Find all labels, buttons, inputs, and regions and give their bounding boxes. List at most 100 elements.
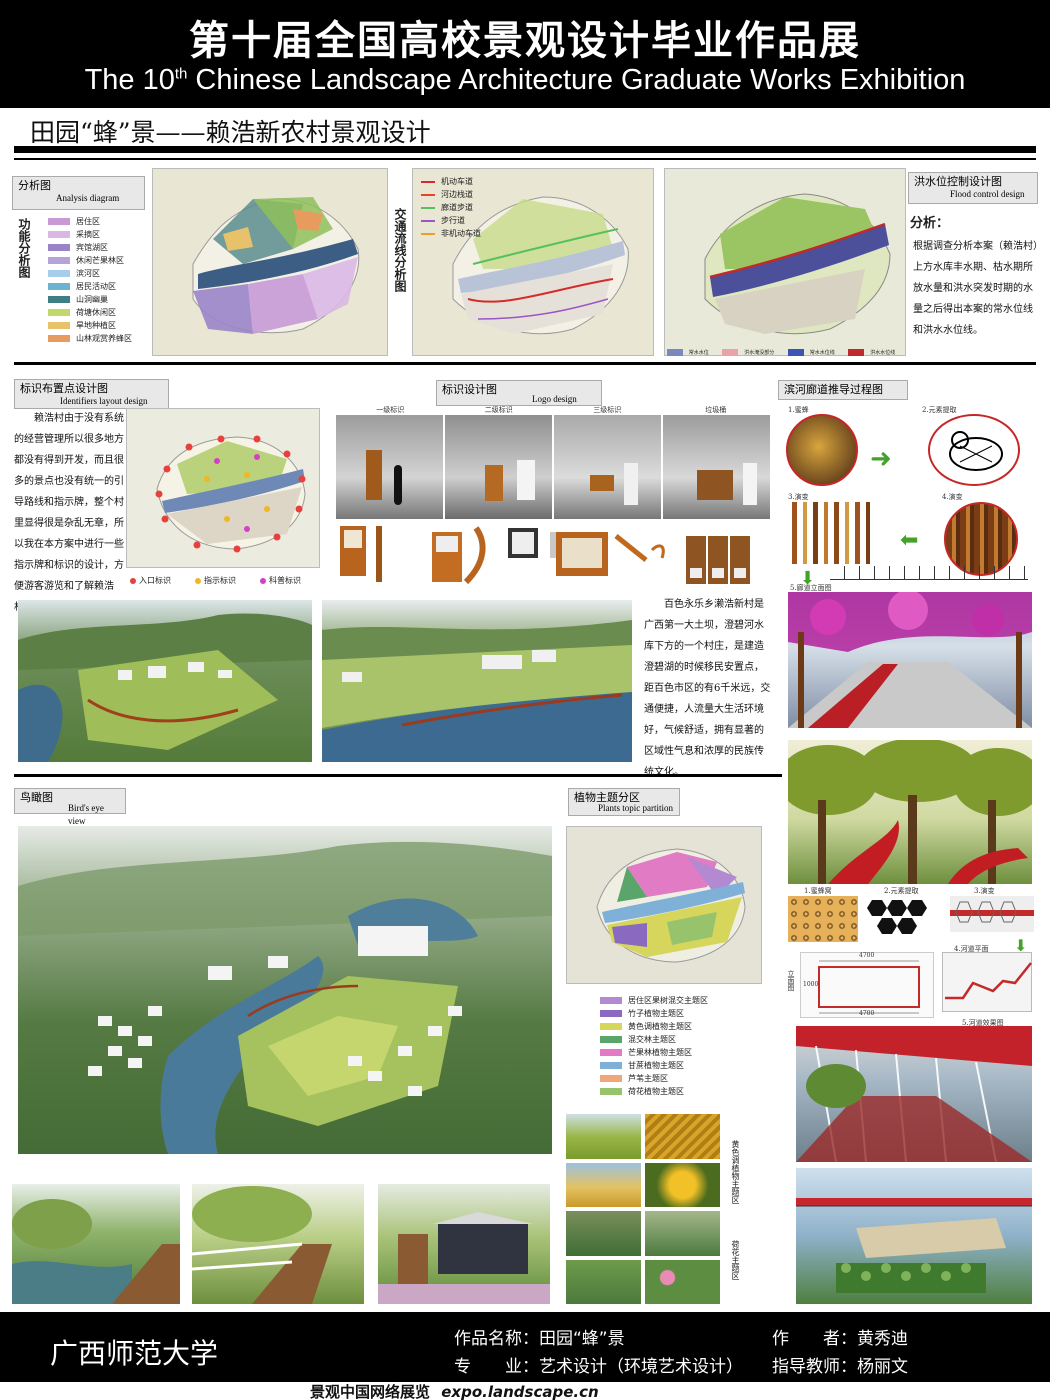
landscape-photo-1: [12, 1184, 180, 1304]
bee-photo: [786, 414, 858, 486]
plants-legend-item: 居住区果树混交主题区: [600, 994, 708, 1007]
traffic-map: 机动车道河边栈道廊道步道步行道非机动车道: [412, 168, 654, 356]
hexagon-extraction: [862, 896, 938, 940]
birdseye-label-en: Bird's eye view: [68, 803, 104, 826]
analysis-label-en: Analysis diagram: [56, 193, 120, 203]
wood-pattern: [944, 502, 1018, 576]
legend-swatch: [600, 1088, 622, 1095]
legend-swatch: [48, 270, 70, 277]
section-rule: [14, 362, 1036, 365]
fn-legend-item: 居民活动区: [48, 280, 148, 293]
corridor-step-3: 3.演变: [788, 493, 809, 501]
flood-label-en: Flood control design: [950, 189, 1025, 199]
legend-swatch: [421, 232, 435, 235]
legend-label: 常水水位: [688, 349, 709, 356]
legend-label: 旱地种植区: [76, 321, 116, 330]
fn-legend-item: 滨河区: [48, 267, 148, 280]
dim-bottom: 4700: [859, 1010, 875, 1017]
flood-legend-item: 洪水淹没部分: [722, 346, 774, 359]
work-name: 作品名称：田园“蜂”景: [454, 1329, 625, 1349]
logo-level-label: 二级标识: [484, 406, 513, 414]
signage-legend-item: 科普标识: [260, 574, 301, 587]
plant-photo-grid: [566, 1114, 720, 1304]
legend-label: 竹子植物主题区: [628, 1009, 684, 1018]
flood-label: 洪水位控制设计图 Flood control design: [908, 172, 1038, 204]
legend-swatch: [48, 322, 70, 329]
signage-label: 标识布置点设计图 Identifiers layout design: [14, 379, 169, 409]
legend-label: 黄色调植物主题区: [628, 1022, 692, 1031]
plants-map: [566, 826, 762, 984]
birdseye-label-cn: 鸟瞰图: [20, 791, 53, 804]
signage-legend: 入口标识指示标识科普标识: [130, 574, 309, 587]
legend-label: 甘蔗植物主题区: [628, 1061, 684, 1070]
legend-label: 非机动车道: [441, 229, 481, 238]
legend-swatch: [787, 348, 804, 356]
legend-label: 芦苇主题区: [628, 1074, 668, 1083]
birdseye-view: [18, 826, 552, 1154]
legend-label: 采摘区: [76, 230, 100, 239]
logo-label: 标识设计图 Logo design: [436, 380, 602, 406]
legend-label: 河边栈道: [441, 190, 473, 199]
legend-label: 洪水淹没部分: [744, 349, 775, 356]
arrow-down-icon: ⬇: [800, 568, 816, 589]
aerial-view-2: [322, 600, 632, 762]
plant-vtext-1: 黄色调植物主题区: [731, 1140, 740, 1204]
legend-label: 荷塘休闲区: [76, 308, 116, 317]
legend-label: 宾馆湖区: [76, 243, 108, 252]
advisor-name: 指导教师：杨丽文: [772, 1357, 908, 1377]
flood-legend-item: 洪水水位线: [848, 346, 895, 359]
plants-legend-item: 芒果林植物主题区: [600, 1046, 708, 1059]
legend-swatch: [600, 1075, 622, 1082]
river-rendering-1: [796, 1026, 1032, 1162]
legend-swatch: [600, 1010, 622, 1017]
plant-photo-7: [566, 1259, 641, 1304]
honeycomb-photo: [788, 896, 858, 942]
logo-label-cn: 标识设计图: [442, 383, 497, 396]
legend-swatch: [48, 296, 70, 303]
legend-swatch: [722, 348, 739, 356]
elevation-label: 立面图: [787, 970, 795, 991]
legend-swatch: [421, 206, 435, 209]
bee-outline: [928, 414, 1020, 486]
header-banner: 第十届全国高校景观设计毕业作品展 The 10th Chinese Landsc…: [0, 0, 1050, 108]
traffic-legend-item: 非机动车道: [421, 227, 481, 240]
landscape-photo-3: [378, 1184, 550, 1304]
legend-label: 廊道步道: [441, 203, 473, 212]
fn-legend-item: 宾馆湖区: [48, 241, 148, 254]
legend-label: 居民活动区: [76, 282, 116, 291]
footer-bar: 广西师范大学 作品名称：田园“蜂”景 作 者：黄秀迪 专 业：艺术设计（环境艺术…: [0, 1312, 1050, 1382]
signage-label-en: Identifiers layout design: [60, 396, 148, 406]
traffic-legend-item: 步行道: [421, 214, 481, 227]
legend-label: 休闲芒果林区: [76, 256, 124, 265]
dim-side: 1000: [803, 981, 819, 988]
dim-top: 4700: [859, 952, 875, 959]
corridor-step-2: 2.元素提取: [922, 406, 957, 414]
river-rendering-2: [796, 1168, 1032, 1304]
legend-label: 芒果林植物主题区: [628, 1048, 692, 1057]
legend-label: 居住区: [76, 217, 100, 226]
hive-step-5: 5.河道效果图: [962, 1019, 1004, 1027]
flood-label-cn: 洪水位控制设计图: [914, 175, 1002, 188]
legend-label: 山洞幽巢: [76, 295, 108, 304]
legend-label: 步行道: [441, 216, 465, 225]
plants-label: 植物主题分区 Plants topic partition: [568, 788, 680, 816]
arrow-down-icon-2: ⬇: [1014, 936, 1028, 955]
school-name: 广西师范大学: [50, 1337, 219, 1370]
analysis-head: 分析：: [910, 216, 950, 231]
corridor-elevation-strip: [830, 566, 1028, 580]
signage-legend-item: 入口标识: [130, 574, 171, 587]
stripes-sketch: [792, 502, 890, 564]
logo-level-label: 一级标识: [376, 406, 405, 414]
site-url[interactable]: expo.landscape.cn: [441, 1383, 599, 1400]
exhibition-title-cn: 第十届全国高校景观设计毕业作品展: [189, 18, 861, 64]
plant-photo-1: [566, 1114, 641, 1159]
corridor-step-1: 1.蜜蜂: [788, 406, 809, 414]
plants-label-cn: 植物主题分区: [574, 791, 640, 804]
signage-label-cn: 标识布置点设计图: [20, 382, 108, 395]
flood-legend: 常水水位洪水淹没部分常水水位线洪水水位线: [664, 346, 906, 358]
legend-swatch: [421, 219, 435, 222]
plant-photo-5: [566, 1211, 641, 1256]
legend-label: 混交林主题区: [628, 1035, 676, 1044]
plants-legend-item: 甘蔗植物主题区: [600, 1059, 708, 1072]
corridor-step-5: 5.廊道立面图: [790, 584, 832, 592]
